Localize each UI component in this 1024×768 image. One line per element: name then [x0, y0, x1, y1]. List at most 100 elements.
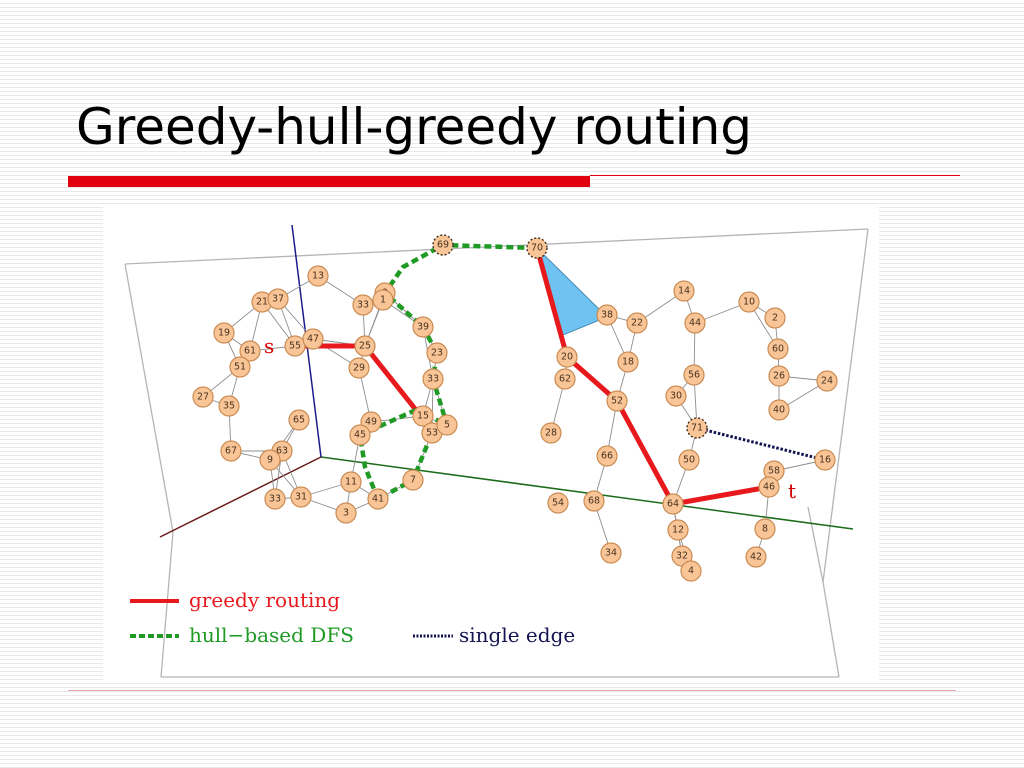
- graph-node-label: 65: [293, 415, 305, 426]
- graph-node-label: 29: [353, 363, 365, 374]
- graph-node-circle: [764, 307, 786, 329]
- graph-node-circle: [662, 493, 684, 515]
- graph-node-label: 68: [588, 496, 600, 507]
- graph-node-label: 33: [357, 300, 369, 311]
- graph-node-circle: [348, 357, 370, 379]
- graph-node-circle: [412, 405, 434, 427]
- graph-node-circle: [556, 346, 578, 368]
- graph-node: 11: [340, 471, 362, 493]
- graph-node: 47: [302, 328, 324, 350]
- graph-node-label: 26: [773, 371, 785, 382]
- graph-node: 15: [412, 405, 434, 427]
- slide-title: Greedy-hull-greedy routing: [76, 98, 753, 156]
- graph-node-circle: [412, 316, 434, 338]
- graph-node-label: 3: [343, 508, 349, 519]
- graph-node-circle: [596, 445, 618, 467]
- graph-node: 69: [432, 234, 454, 256]
- graph-node-label: 20: [561, 352, 573, 363]
- graph-node-circle: [617, 351, 639, 373]
- bottom-divider: [68, 690, 956, 691]
- graph-node: 64: [662, 493, 684, 515]
- axis-y: [320, 456, 854, 530]
- graph-node-label: 66: [601, 451, 613, 462]
- graph-node-label: 34: [605, 548, 617, 559]
- legend-label-single-edge: single edge: [459, 623, 575, 647]
- graph-node-label: 18: [622, 357, 634, 368]
- graph-node-label: 51: [234, 362, 246, 373]
- graph-node-label: 31: [295, 492, 307, 503]
- graph-node: 25: [354, 335, 376, 357]
- graph-node: 9: [259, 449, 281, 471]
- graph-node-circle: [583, 490, 605, 512]
- graph-node-circle: [547, 492, 569, 514]
- graph-node: 50: [678, 449, 700, 471]
- graph-node-circle: [678, 449, 700, 471]
- graph-node: 10: [738, 291, 760, 313]
- graph-node-label: 24: [821, 376, 833, 387]
- graph-node: 70: [526, 237, 548, 259]
- graph-node: 23: [426, 342, 448, 364]
- graph-node: 2: [764, 307, 786, 329]
- graph-node-label: 8: [762, 524, 768, 535]
- graph-node: 44: [684, 312, 706, 334]
- graph-node-circle: [667, 519, 689, 541]
- graph-node-circle: [267, 288, 289, 310]
- graph-node: 37: [267, 288, 289, 310]
- routing-figure: 1321373391195547253923615129332735654915…: [103, 207, 879, 680]
- graph-node-circle: [673, 280, 695, 302]
- axis-x: [159, 456, 322, 538]
- graph-nodes: 1321373391195547253923615129332735654915…: [192, 234, 838, 582]
- single-edge-path: [696, 426, 826, 462]
- graph-node: 51: [229, 356, 251, 378]
- graph-node-label: 70: [531, 243, 543, 254]
- graph-node: 58: [763, 460, 785, 482]
- graph-node-circle: [767, 338, 789, 360]
- graph-node-label: 14: [678, 286, 690, 297]
- graph-node: 31: [290, 486, 312, 508]
- routing-diagram-svg: 1321373391195547253923615129332735654915…: [124, 224, 869, 678]
- graph-node-circle: [354, 335, 376, 357]
- graph-node-label: 60: [772, 344, 784, 355]
- graph-node: 7: [402, 469, 424, 491]
- graph-node: 71: [686, 417, 708, 439]
- graph-node: 26: [768, 365, 790, 387]
- graph-node-label: 67: [225, 446, 237, 457]
- graph-node-label: 55: [289, 341, 301, 352]
- graph-node-label: 12: [672, 525, 684, 536]
- graph-node: 33: [264, 488, 286, 510]
- graph-node-label: 7: [410, 475, 416, 486]
- graph-node-label: 21: [256, 297, 268, 308]
- graph-node-label: 2: [772, 313, 778, 324]
- graph-node: 39: [412, 316, 434, 338]
- graph-node-label: 53: [426, 428, 438, 439]
- graph-node-circle: [526, 237, 548, 259]
- graph-node: 42: [745, 546, 767, 568]
- graph-node-label: 63: [276, 446, 288, 457]
- graph-node: 4: [680, 560, 702, 582]
- graph-node-circle: [218, 395, 240, 417]
- graph-node-circle: [596, 304, 618, 326]
- graph-node: 33: [422, 368, 444, 390]
- graph-node-circle: [340, 471, 362, 493]
- graph-node-label: 1: [380, 295, 386, 306]
- graph-node-circle: [367, 488, 389, 510]
- graph-node-label: 33: [269, 494, 281, 505]
- graph-node-label: 25: [359, 341, 371, 352]
- graph-node-circle: [754, 518, 776, 540]
- graph-node: 56: [683, 364, 705, 386]
- graph-node: 29: [348, 357, 370, 379]
- graph-node: 52: [606, 390, 628, 412]
- graph-node: 67: [220, 440, 242, 462]
- graph-node-label: 40: [773, 405, 785, 416]
- legend-label-hull: hull−based DFS: [189, 623, 354, 647]
- graph-node: 20: [556, 346, 578, 368]
- graph-node-circle: [554, 368, 576, 390]
- graph-node-label: 56: [688, 370, 700, 381]
- graph-node: 46: [758, 476, 780, 498]
- graph-node-label: 46: [763, 482, 775, 493]
- graph-node-circle: [686, 417, 708, 439]
- graph-node-label: 10: [743, 297, 755, 308]
- graph-node-circle: [335, 502, 357, 524]
- graph-node: 68: [583, 490, 605, 512]
- graph-node: 62: [554, 368, 576, 390]
